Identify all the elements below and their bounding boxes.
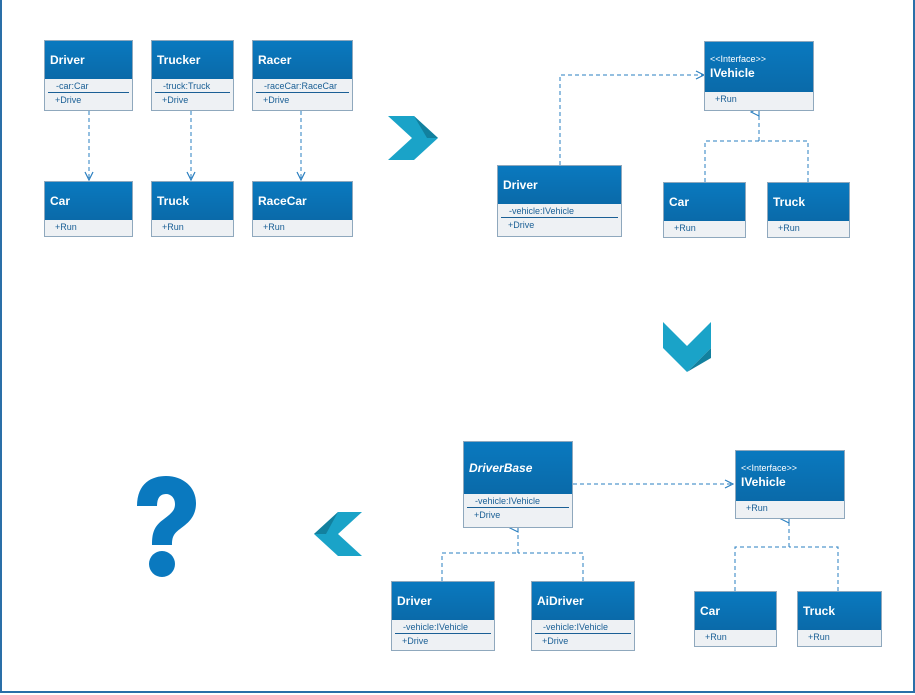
class-aidriver[interactable]: AiDriver -vehicle:IVehicle +Drive [531, 581, 635, 651]
class-title: Truck [773, 195, 806, 209]
interface-ivehicle[interactable]: <<Interface>> IVehicle +Run [735, 450, 845, 519]
class-driver[interactable]: Driver -vehicle:IVehicle +Drive [391, 581, 495, 651]
class-header: DriverBase [464, 442, 572, 494]
class-header: Racer [253, 41, 352, 79]
class-car[interactable]: Car +Run [44, 181, 133, 237]
class-title: AiDriver [537, 594, 584, 608]
class-method: +Run [778, 223, 800, 233]
class-method: +Drive [402, 636, 429, 646]
class-racecar[interactable]: RaceCar +Run [252, 181, 353, 237]
class-header: Car [695, 592, 776, 630]
class-title: IVehicle [741, 475, 786, 489]
class-method: +Drive [162, 95, 189, 105]
class-title: Truck [803, 604, 836, 618]
class-method: +Run [705, 632, 727, 642]
interface-ivehicle[interactable]: <<Interface>> IVehicle +Run [704, 41, 814, 111]
class-title: Truck [157, 194, 190, 208]
class-title: Trucker [157, 53, 201, 67]
class-field: -vehicle:IVehicle [395, 620, 491, 634]
class-truck[interactable]: Truck +Run [151, 181, 234, 237]
class-header: Car [45, 182, 132, 220]
class-driver[interactable]: Driver -vehicle:IVehicle +Drive [497, 165, 622, 237]
class-method: +Drive [55, 95, 82, 105]
class-method: +Run [162, 222, 184, 232]
class-header: <<Interface>> IVehicle [736, 451, 844, 501]
class-field: -vehicle:IVehicle [467, 494, 569, 508]
class-title: IVehicle [710, 66, 755, 80]
class-method: +Run [715, 94, 737, 104]
class-title: Driver [397, 594, 432, 608]
class-header: Driver [45, 41, 132, 79]
class-header: Trucker [152, 41, 233, 79]
class-title: DriverBase [469, 461, 533, 475]
class-field: -vehicle:IVehicle [501, 204, 618, 218]
class-title: Racer [258, 53, 292, 67]
class-header: Driver [498, 166, 621, 204]
class-title: Car [700, 604, 721, 618]
class-method: +Run [263, 222, 285, 232]
class-title: Car [50, 194, 71, 208]
class-method: +Drive [542, 636, 569, 646]
class-method: +Run [808, 632, 830, 642]
abstract-class-driverbase[interactable]: DriverBase -vehicle:IVehicle +Drive [463, 441, 573, 528]
class-header: Truck [152, 182, 233, 220]
class-header: RaceCar [253, 182, 352, 220]
class-field: -car:Car [48, 79, 129, 93]
class-driver[interactable]: Driver -car:Car +Drive [44, 40, 133, 111]
class-truck[interactable]: Truck +Run [797, 591, 882, 647]
class-header: Truck [768, 183, 849, 221]
class-header: Car [664, 183, 745, 221]
class-method: +Run [55, 222, 77, 232]
stereotype-label: <<Interface>> [710, 54, 767, 64]
class-header: <<Interface>> IVehicle [705, 42, 813, 92]
class-car[interactable]: Car +Run [663, 182, 746, 238]
class-truck[interactable]: Truck +Run [767, 182, 850, 238]
class-method: +Run [746, 503, 768, 513]
class-method: +Drive [474, 510, 501, 520]
class-car[interactable]: Car +Run [694, 591, 777, 647]
class-header: Driver [392, 582, 494, 620]
stereotype-label: <<Interface>> [741, 463, 798, 473]
class-header: Truck [798, 592, 881, 630]
class-title: Driver [50, 53, 85, 67]
class-title: RaceCar [258, 194, 307, 208]
class-field: -raceCar:RaceCar [256, 79, 349, 93]
class-method: +Drive [263, 95, 290, 105]
class-trucker[interactable]: Trucker -truck:Truck +Drive [151, 40, 234, 111]
class-title: Driver [503, 178, 538, 192]
class-field: -vehicle:IVehicle [535, 620, 631, 634]
class-field: -truck:Truck [155, 79, 230, 93]
class-method: +Run [674, 223, 696, 233]
class-header: AiDriver [532, 582, 634, 620]
class-method: +Drive [508, 220, 535, 230]
class-title: Car [669, 195, 690, 209]
class-racer[interactable]: Racer -raceCar:RaceCar +Drive [252, 40, 353, 111]
